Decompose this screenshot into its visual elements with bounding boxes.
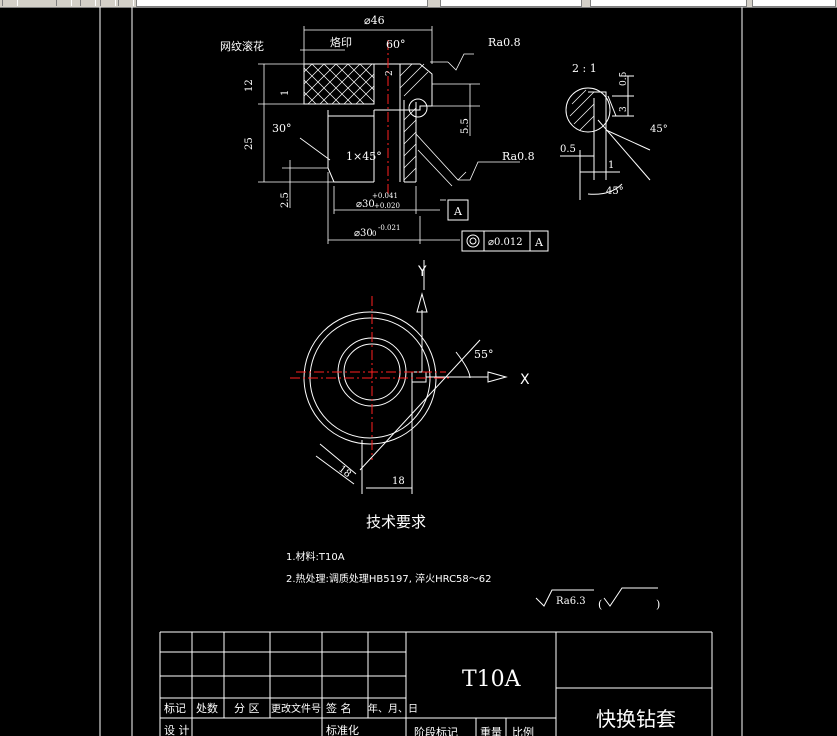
detail-0-5b: 0.5	[560, 144, 576, 155]
detail-0-5a: 0.5	[619, 71, 629, 86]
section-view: ⌀46 网纹滚花 烙印 60° Ra0.8 Ra0.8 12 1 2 25 2.…	[220, 14, 549, 252]
dim-d46: ⌀46	[364, 14, 385, 27]
col-sign: 签 名	[326, 701, 352, 715]
dim-2: 2	[385, 70, 395, 76]
dim-2-5: 2.5	[280, 192, 291, 208]
plan-centerlines	[290, 296, 450, 460]
detail-45b: 45°	[606, 186, 624, 197]
tol-neg: -0.021	[378, 224, 400, 232]
square-icon[interactable]	[118, 0, 134, 6]
col-doc: 更改文件号	[271, 702, 321, 715]
material-name: T10A	[462, 667, 522, 692]
tol-zero: 0	[372, 230, 376, 238]
stamp-label: 烙印	[330, 35, 352, 49]
roughness-mid: Ra0.8	[502, 150, 535, 163]
title-block: T10A 快换钻套 标记 处数 分 区 更改文件号 签 名 年、月、日 设 计 …	[159, 631, 713, 736]
row-stage: 阶段标记	[414, 725, 458, 736]
linetype-dropdown[interactable]	[590, 0, 747, 7]
plan-view: Y X 55° 18 18	[290, 260, 530, 494]
detail-45a: 45°	[650, 124, 668, 135]
col-date: 年、月、日	[368, 702, 418, 715]
row-design: 设 计	[164, 724, 190, 736]
paren-open: (	[598, 598, 602, 611]
detail-scale: 2 : 1	[572, 62, 597, 75]
color-dropdown[interactable]	[440, 0, 582, 7]
row-std: 标准化	[326, 723, 359, 736]
arrow-icon[interactable]	[2, 0, 18, 6]
concentricity-ref: A	[534, 236, 544, 249]
tol-plus: +0.041	[372, 192, 398, 200]
roughness-general: Ra6.3	[556, 596, 586, 607]
req-item-1: 1.材料:T10A	[286, 550, 345, 563]
req-heading: 技术要求	[366, 513, 426, 531]
drawing-canvas[interactable]: ⌀46 网纹滚花 烙印 60° Ra0.8 Ra0.8 12 1 2 25 2.…	[0, 7, 837, 736]
col-count: 处数	[196, 702, 218, 715]
detail-view: 2 : 1 0.5 3 45° 0.5 1 45°	[560, 62, 668, 200]
dim-12: 12	[244, 79, 255, 92]
lineweight-dropdown[interactable]	[752, 0, 836, 7]
row-scale: 比例	[512, 725, 534, 736]
concentricity-frame	[461, 230, 549, 252]
toolbar	[0, 0, 837, 8]
angle-55: 55°	[474, 348, 494, 361]
dim-5-5: 5.5	[460, 118, 471, 134]
col-mark: 标记	[164, 701, 186, 715]
dim-d30-inner: ⌀30	[356, 199, 375, 210]
dim-25: 25	[244, 137, 255, 150]
knurl-label: 网纹滚花	[220, 39, 264, 53]
angle-60: 60°	[386, 38, 406, 51]
knurl-hatch	[303, 63, 375, 105]
axis-x: X	[520, 372, 530, 388]
dim-1: 1	[280, 90, 291, 96]
row-weight: 重量	[480, 725, 502, 736]
detail-3: 3	[619, 106, 629, 112]
axis-y: Y	[417, 264, 427, 280]
datum-a: A	[453, 205, 463, 218]
tol-plus-2: +0.020	[374, 202, 400, 210]
section-hatch	[399, 63, 429, 181]
layer-icon[interactable]	[56, 0, 72, 6]
lock-icon[interactable]	[100, 0, 116, 6]
sheet-border	[99, 7, 743, 736]
layer-dropdown[interactable]	[136, 0, 428, 7]
tech-requirements: 技术要求 1.材料:T10A 2.热处理:调质处理HB5197, 淬火HRC58…	[286, 513, 660, 611]
part-name: 快换钻套	[596, 707, 676, 731]
angle-30: 30°	[272, 122, 292, 135]
dim-18a: 18	[336, 464, 353, 481]
col-zone: 分 区	[234, 702, 260, 715]
dim-18b: 18	[392, 476, 405, 487]
req-item-2: 2.热处理:调质处理HB5197, 淬火HRC58～62	[286, 572, 492, 585]
roughness-top: Ra0.8	[488, 36, 521, 49]
concentricity-value: ⌀0.012	[488, 237, 523, 248]
dim-d30-outer: ⌀30	[354, 228, 373, 239]
detail-1: 1	[608, 160, 614, 171]
sun-icon[interactable]	[80, 0, 96, 6]
paren-close: )	[656, 598, 660, 611]
chamfer-label: 1×45°	[346, 150, 382, 163]
